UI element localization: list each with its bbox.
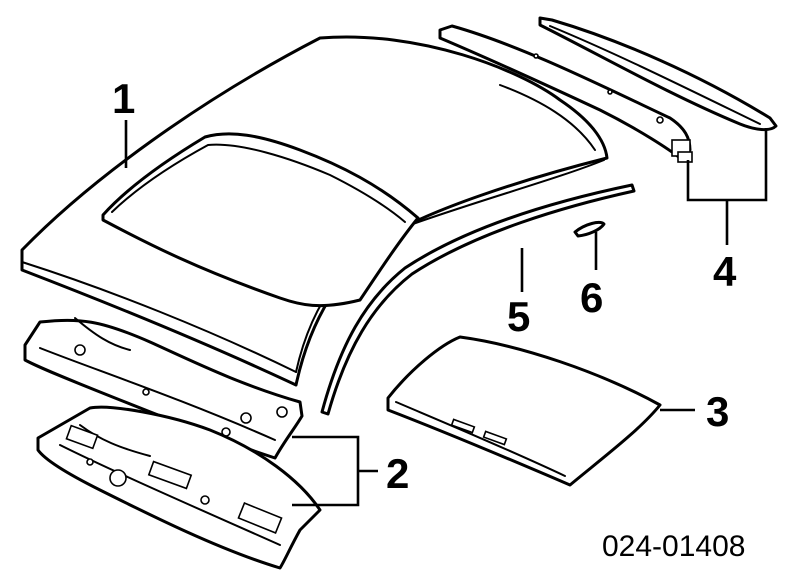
callout-6: 6 [580,274,603,321]
drip-molding [320,183,636,416]
roof-rail-inner [438,24,693,163]
leader-2 [292,435,378,507]
reference-number: 024-01408 [602,530,745,563]
callout-5: 5 [507,293,530,340]
sunroof-glass [386,335,662,487]
header-panel-upper [23,317,304,460]
callout-1: 1 [112,75,135,122]
leader-4 [686,128,768,245]
molding-clip [573,220,606,238]
header-panel-lower [36,405,322,570]
callout-4: 4 [713,248,737,295]
callout-3: 3 [706,388,729,435]
callout-2: 2 [386,450,409,497]
roof-panel [20,35,609,387]
